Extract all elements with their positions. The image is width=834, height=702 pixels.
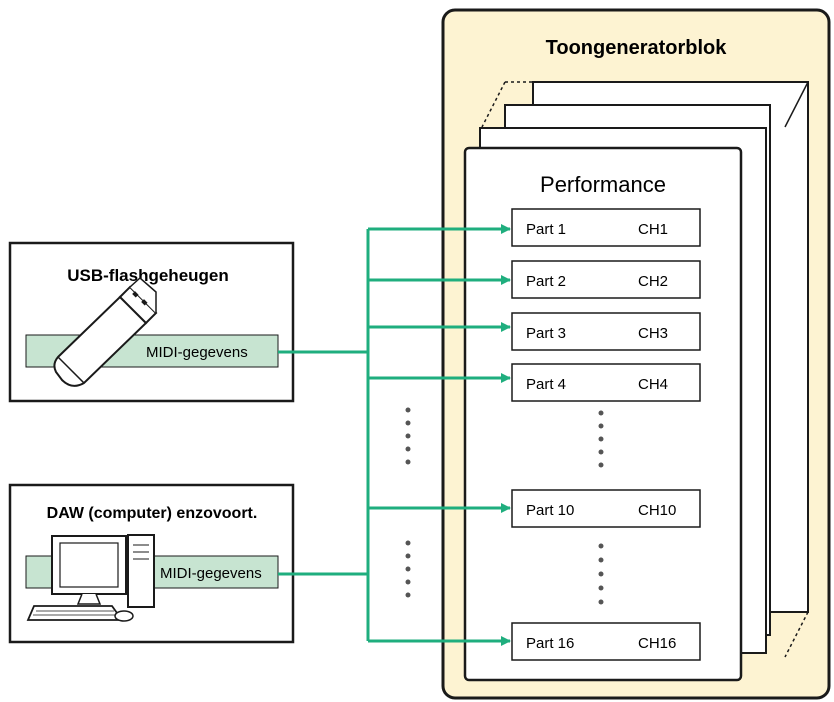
ellipsis-dots	[598, 410, 604, 468]
part-label: Part 3	[526, 325, 566, 342]
midi-data-label: MIDI-gegevens	[160, 565, 262, 582]
midi-connector-lines	[278, 229, 370, 641]
part-channel: CH16	[638, 635, 676, 652]
part-box	[511, 622, 701, 661]
ellipsis-dots	[405, 407, 411, 465]
performance-label: Performance	[540, 172, 666, 197]
part-box	[511, 489, 701, 528]
part-row: Part 1 CH1	[511, 208, 701, 247]
usb-source-title: USB-flashgeheugen	[67, 266, 229, 285]
ellipsis-dots	[598, 543, 604, 605]
part-label: Part 10	[526, 502, 574, 519]
midi-arrows	[368, 224, 511, 646]
part-row: Part 3 CH3	[511, 312, 701, 351]
midi-data-label: MIDI-gegevens	[146, 344, 248, 361]
part-channel: CH4	[638, 376, 668, 393]
part-row: Part 16 CH16	[511, 622, 701, 661]
part-box	[511, 260, 701, 299]
part-label: Part 1	[526, 221, 566, 238]
part-label: Part 16	[526, 635, 574, 652]
ellipsis-dots	[405, 540, 411, 598]
computer-icon	[26, 534, 155, 622]
part-channel: CH2	[638, 273, 668, 290]
part-box	[511, 208, 701, 247]
part-row: Part 4 CH4	[511, 363, 701, 402]
part-label: Part 2	[526, 273, 566, 290]
part-row: Part 10 CH10	[511, 489, 701, 528]
daw-source-title: DAW (computer) enzovoort.	[47, 505, 258, 522]
part-channel: CH1	[638, 221, 668, 238]
tone-generator-title: Toongeneratorblok	[546, 37, 728, 59]
part-label: Part 4	[526, 376, 566, 393]
part-box	[511, 363, 701, 402]
part-row: Part 2 CH2	[511, 260, 701, 299]
part-channel: CH3	[638, 325, 668, 342]
part-box	[511, 312, 701, 351]
usb-stick-icon	[53, 276, 158, 387]
part-channel: CH10	[638, 502, 676, 519]
